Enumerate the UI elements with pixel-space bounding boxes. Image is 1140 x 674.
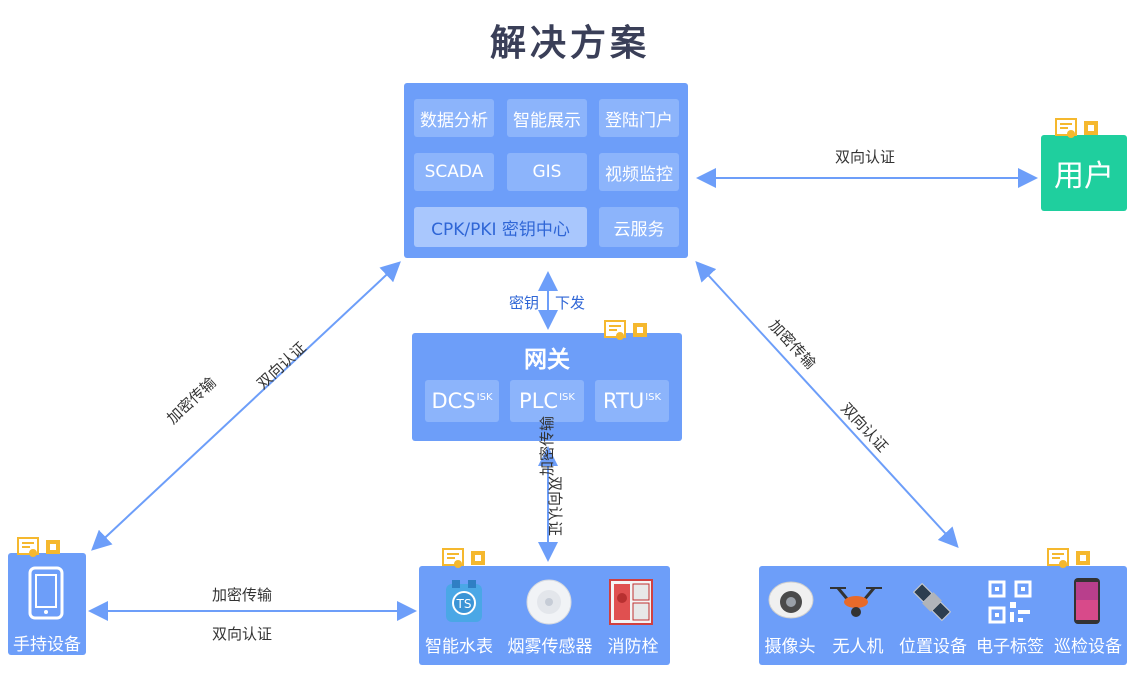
gateway-dcs-label: DCS (431, 389, 476, 413)
gateway-plc-label: PLC (519, 389, 559, 413)
device-label-inspection: 巡检设备 (1054, 637, 1122, 657)
label-bottom-auth: 双向认证 (212, 625, 273, 643)
arrow-platform-handheld (91, 261, 401, 551)
mobile-phone-icon (1074, 578, 1100, 624)
tile-data-analysis[interactable]: 数据分析 (414, 99, 494, 137)
label-gw-sensor-auth: 双向认证 (546, 476, 564, 537)
tile-login-portal[interactable]: 登陆门户 (599, 99, 679, 137)
svg-text:TS: TS (456, 597, 472, 611)
cert-chip-badge-gateway (604, 320, 647, 340)
drone-icon (830, 587, 882, 617)
smartphone-icon (28, 566, 64, 620)
gateway-rtu-sup: ISK (645, 391, 662, 403)
tile-key-center[interactable]: CPK/PKI 密钥中心 (414, 207, 587, 247)
satellite-icon (912, 582, 952, 622)
gateway-title: 网关 (524, 347, 570, 373)
camera-icon (768, 581, 814, 619)
device-label-drone: 无人机 (832, 637, 884, 657)
tile-smart-display[interactable]: 智能展示 (507, 99, 587, 137)
fire-hydrant-icon (609, 579, 653, 625)
tile-scada[interactable]: SCADA (414, 153, 494, 191)
label-bottom-encrypted: 加密传输 (212, 586, 273, 604)
label-platform-user: 双向认证 (835, 148, 896, 166)
sensor-label-water-meter: 智能水表 (425, 637, 493, 657)
device-label-camera: 摄像头 (764, 637, 816, 657)
tile-video-monitor[interactable]: 视频监控 (599, 153, 679, 191)
gateway-rtu-label: RTU (602, 389, 645, 413)
smoke-sensor-icon (526, 579, 572, 625)
device-label-tag: 电子标签 (976, 637, 1044, 657)
label-key: 密钥 (509, 294, 540, 312)
cert-chip-badge-user (1055, 118, 1098, 138)
user-box[interactable]: 用户 (1041, 135, 1127, 211)
handheld-panel[interactable] (8, 553, 86, 655)
water-meter-icon: TS (446, 580, 482, 622)
tile-cloud-service[interactable]: 云服务 (599, 207, 679, 247)
label-gw-sensor-encrypted: 加密传输 (538, 415, 556, 476)
arrow-platform-devices (695, 261, 959, 548)
device-label-location: 位置设备 (899, 637, 967, 657)
cert-chip-badge-sensors (442, 548, 485, 568)
cert-chip-badge-handheld (17, 537, 60, 557)
handheld-label: 手持设备 (13, 635, 81, 655)
sensor-label-smoke: 烟雾传感器 (507, 637, 593, 657)
label-distribute: 下发 (555, 294, 586, 312)
cert-chip-badge-devices (1047, 548, 1090, 568)
tile-gis[interactable]: GIS (507, 153, 587, 191)
gateway-plc-sup: ISK (559, 391, 575, 403)
qr-code-icon (988, 580, 1032, 624)
sensor-label-hydrant: 消防栓 (607, 637, 659, 657)
page-title: 解决方案 (489, 23, 650, 64)
gateway-dcs-sup: ISK (476, 391, 493, 403)
